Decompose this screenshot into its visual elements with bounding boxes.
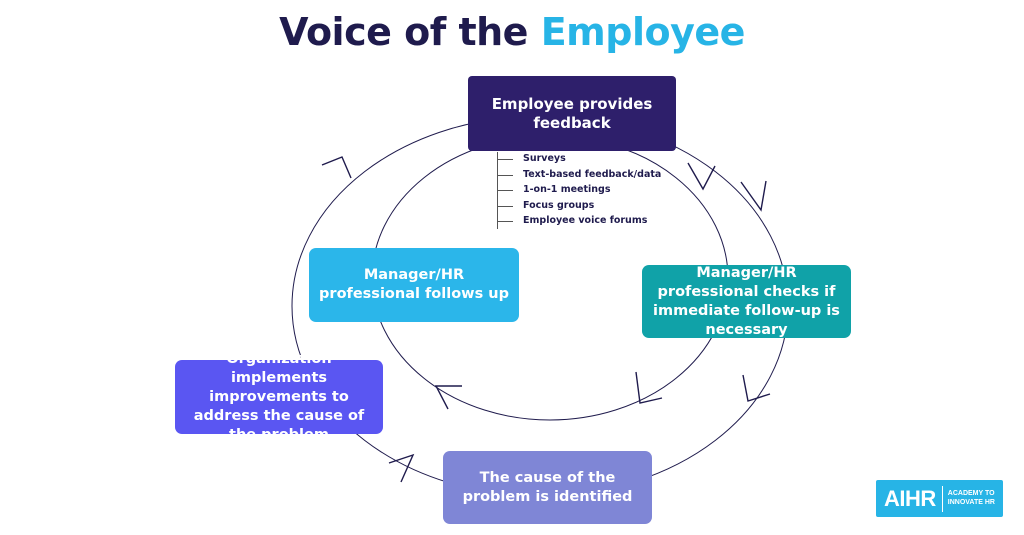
inner-arrow-bottom-right <box>635 371 663 404</box>
feedback-method-item: 1-on-1 meetings <box>496 183 661 199</box>
logo-mark: AIHR <box>884 485 936 511</box>
logo-divider <box>941 485 943 512</box>
outer-arrow-top-left <box>321 156 352 179</box>
inner-arrow-bottom-left <box>434 385 462 410</box>
outer-arrow-bottom-left <box>388 453 415 483</box>
step-organization-implements-label: Organization implements improvements to … <box>193 350 365 443</box>
logo-tagline: ACADEMY TO INNOVATE HR <box>947 490 995 506</box>
page-title: Voice of the Employee <box>0 10 1024 54</box>
feedback-method-item: Surveys <box>496 152 661 168</box>
aihr-logo: AIHR ACADEMY TO INNOVATE HR <box>876 480 1003 517</box>
step-cause-identified-label: The cause of the problem is identified <box>462 469 633 505</box>
title-accent-text: Employee <box>540 10 746 54</box>
step-manager-follows-up-label: Manager/HR professional follows up <box>319 267 509 302</box>
feedback-method-item: Text-based feedback/data <box>496 168 661 184</box>
step-employee-provides-feedback-label: Employee provides feedback <box>491 94 653 132</box>
step-manager-follows-up: Manager/HR professional follows up <box>309 248 519 322</box>
step-checks-followup-needed-label: Manager/HR professional checks if immedi… <box>653 264 840 338</box>
feedback-methods-list: Surveys Text-based feedback/data 1-on-1 … <box>496 152 661 230</box>
outer-arrow-top-right <box>740 180 767 212</box>
outer-arrow-bottom-right <box>742 374 771 402</box>
step-checks-followup-needed: Manager/HR professional checks if immedi… <box>642 265 851 338</box>
step-organization-implements: Organization implements improvements to … <box>175 351 383 443</box>
feedback-method-item: Employee voice forums <box>496 214 661 230</box>
feedback-method-item: Focus groups <box>496 199 661 215</box>
inner-arrow-top-right <box>687 162 716 191</box>
title-text: Voice of the <box>279 10 541 54</box>
step-cause-identified: The cause of the problem is identified <box>443 451 652 524</box>
step-employee-provides-feedback: Employee provides feedback <box>468 76 676 151</box>
